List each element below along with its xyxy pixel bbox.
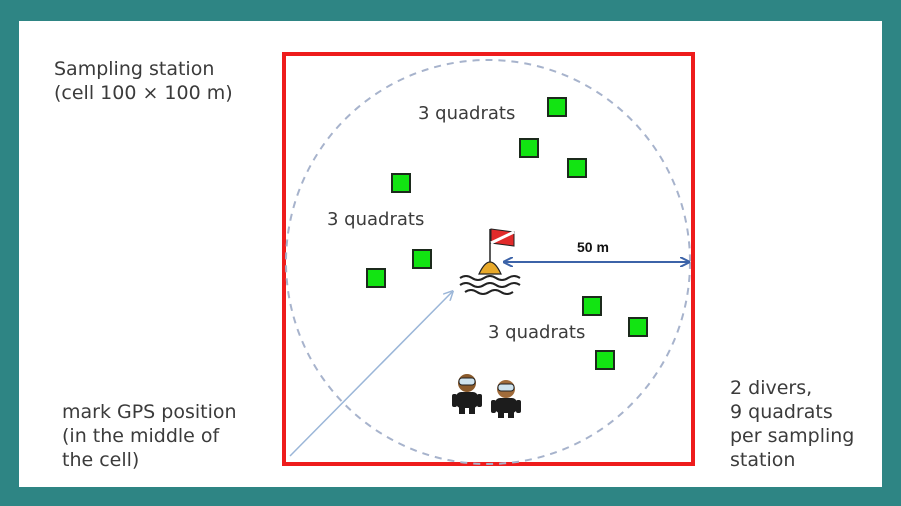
sampling-station-label: Sampling station (cell 100 × 100 m) [54,57,233,105]
summary-note: 2 divers, 9 quadrats per sampling statio… [730,376,854,472]
quadrat [366,268,386,288]
radius-label: 50 m [577,239,609,255]
quadrat [595,350,615,370]
quadrat [519,138,539,158]
summary-note-line-2: 9 quadrats [730,401,833,423]
quadrat-group-label: 3 quadrats [418,103,516,124]
quadrat [582,296,602,316]
station-label-line-1: Sampling station [54,58,215,80]
quadrat [567,158,587,178]
diver-icon [491,380,521,418]
quadrat-group-label: 3 quadrats [327,209,425,230]
dive-flag-buoy-icon [459,228,521,295]
quadrat [628,317,648,337]
quadrat [547,97,567,117]
quadrat [412,249,432,269]
gps-note: mark GPS position (in the middle of the … [62,400,237,472]
gps-note-line-3: the cell) [62,449,140,471]
diver-icon [452,374,482,414]
gps-note-line-2: (in the middle of [62,425,220,447]
sampling-radius-circle [285,59,691,465]
summary-note-line-3: per sampling [730,425,855,447]
gps-note-line-1: mark GPS position [62,401,237,423]
summary-note-line-1: 2 divers, [730,377,813,399]
summary-note-line-4: station [730,449,796,471]
quadrat [391,173,411,193]
quadrat-group-label: 3 quadrats [488,322,586,343]
gps-arrow [289,292,452,457]
station-label-line-2: (cell 100 × 100 m) [54,82,233,104]
